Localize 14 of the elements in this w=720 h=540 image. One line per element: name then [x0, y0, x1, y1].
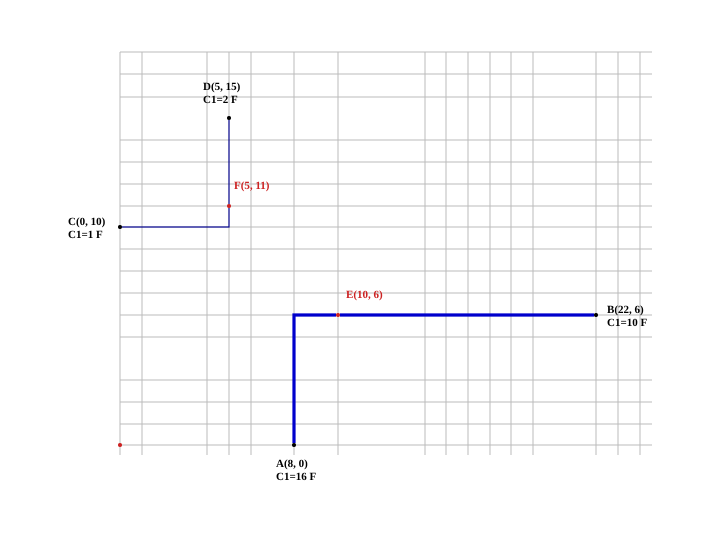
- point-label: F(5, 11): [234, 180, 270, 193]
- point-label: B(22, 6): [607, 304, 644, 317]
- point-label: C(0, 10): [68, 216, 106, 229]
- capacity-label: C1=1 F: [68, 229, 103, 242]
- capacity-label: C1=10 F: [607, 317, 648, 330]
- point-label: E(10, 6): [346, 289, 383, 302]
- point-label: A(8, 0): [276, 458, 308, 471]
- connector-line: [340, 313, 594, 317]
- connector-line: [122, 208, 230, 228]
- point-label: D(5, 15): [203, 81, 240, 94]
- capacity-label: C1=2 F: [203, 94, 238, 107]
- connector-line: [292, 313, 336, 443]
- capacity-label: C1=16 F: [276, 471, 316, 484]
- connector-line: [228, 120, 230, 204]
